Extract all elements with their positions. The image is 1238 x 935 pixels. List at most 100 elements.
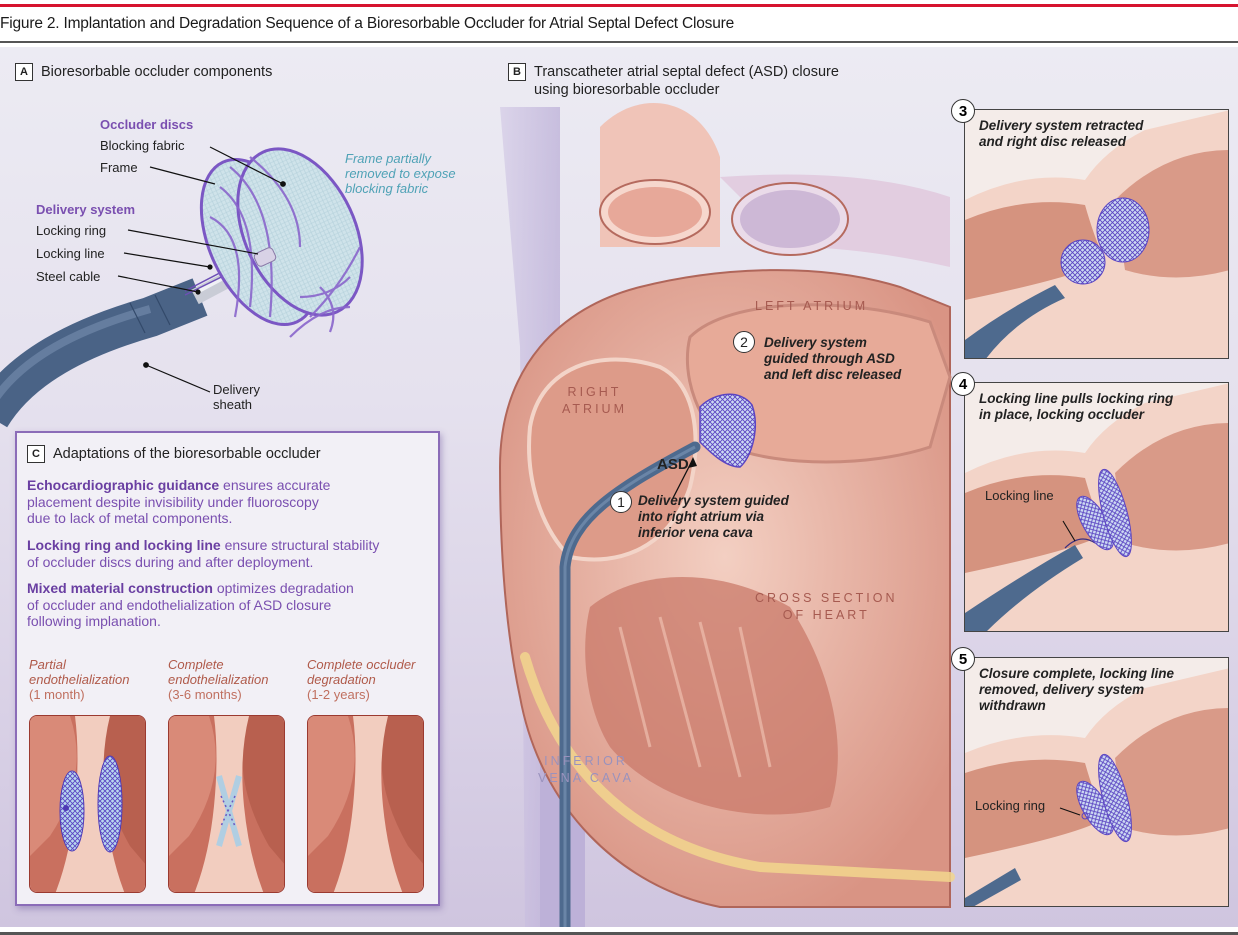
cross-section-line: CROSS SECTION [755, 591, 898, 605]
right-atrium-label: RIGHT ATRIUM [562, 384, 627, 418]
step-3-number: 3 [951, 99, 975, 123]
step-5-line: removed, delivery system [979, 682, 1145, 697]
right-atrium-line: RIGHT [567, 385, 622, 399]
step-2-line: guided through ASD [764, 351, 895, 366]
delivery-sheath-line: sheath [213, 397, 253, 412]
adaptation-heading: Mixed material construction [27, 580, 213, 596]
locking-ring-callout: Locking ring [975, 798, 1046, 813]
stage-2-image [168, 715, 285, 893]
cross-section-line: OF HEART [782, 608, 870, 622]
figure-canvas: A Bioresorbable occluder components Occl… [0, 47, 1238, 927]
step-5-text: Closure complete, locking line removed, … [979, 666, 1174, 714]
panel-a-heading: A Bioresorbable occluder components [15, 63, 272, 81]
stage-caption-1: Partial endothelialization (1 month) [29, 657, 129, 702]
header-accent-line [0, 4, 1238, 7]
stage-caption-3: Complete occluder degradation (1-2 years… [307, 657, 415, 702]
panel-b-title-line: using bioresorbable occluder [534, 82, 720, 98]
adaptation-material: Mixed material construction optimizes de… [27, 580, 354, 630]
step-1-text: Delivery system guided into right atrium… [638, 493, 789, 541]
stage-time: (1 month) [29, 687, 85, 702]
adaptation-echo: Echocardiographic guidance ensures accur… [27, 477, 330, 527]
blocking-fabric-label: Blocking fabric [100, 138, 185, 153]
delivery-sheath-shape [0, 278, 208, 428]
panel-a-letter: A [15, 63, 33, 81]
heart-illustration [498, 103, 955, 927]
locking-line-callout: Locking line [985, 488, 1054, 503]
locking-ring-shape [253, 247, 277, 267]
panel-c-title: Adaptations of the bioresorbable occlude… [53, 446, 321, 462]
step-2-text: Delivery system guided through ASD and l… [764, 335, 901, 383]
adaptation-text: following implanation. [27, 613, 161, 629]
adaptation-text: due to lack of metal components. [27, 510, 233, 526]
stage-title-line: Complete occluder [307, 657, 416, 672]
panel-c-letter: C [27, 445, 45, 463]
stage-title-line: endothelialization [29, 672, 130, 687]
step-3-text: Delivery system retracted and right disc… [979, 118, 1143, 150]
stage-3-image [307, 715, 424, 893]
catheter [965, 868, 1021, 906]
step-4-illustration [965, 383, 1228, 631]
right-atrium-line: ATRIUM [562, 402, 627, 416]
adaptation-text: optimizes degradation [212, 580, 354, 596]
step-3-inset: Delivery system retracted and right disc… [964, 109, 1229, 359]
step-4-text: Locking line pulls locking ring in place… [979, 391, 1173, 423]
frame-note: Frame partially removed to expose blocki… [345, 151, 456, 196]
panel-b-letter: B [508, 63, 526, 81]
adaptation-text: of occluder discs during and after deplo… [27, 553, 314, 570]
figure-title: Figure 2. Implantation and Degradation S… [0, 15, 735, 32]
stage-title-line: Complete [168, 657, 224, 672]
ventricle [585, 577, 838, 815]
step-1-line: inferior vena cava [638, 525, 753, 540]
catheter [965, 285, 1065, 358]
step-4-line: Locking line pulls locking ring [979, 391, 1174, 406]
bottom-divider [0, 932, 1238, 935]
stage-title-line: degradation [307, 672, 376, 687]
adaptation-heading: Echocardiographic guidance [27, 477, 220, 493]
step-3-illustration [965, 110, 1228, 358]
frame-label: Frame [100, 160, 138, 175]
step-5-inset: Closure complete, locking line removed, … [964, 657, 1229, 907]
delivery-sheath-line: Delivery [213, 382, 260, 397]
stage-title-line: Partial [29, 657, 66, 672]
step-3-line: and right disc released [979, 134, 1127, 149]
ivc-line: VENA CAVA [538, 771, 635, 785]
panel-b-title: Transcatheter atrial septal defect (ASD)… [534, 63, 839, 99]
step-2-line: Delivery system [764, 335, 867, 350]
step-1-number: 1 [610, 491, 632, 513]
ivc-line: INFERIOR [544, 754, 628, 768]
delivery-sheath-label: Delivery sheath [213, 382, 260, 412]
title-divider [0, 41, 1238, 43]
ivc-label: INFERIOR VENA CAVA [538, 753, 634, 787]
adaptation-heading: Locking ring and locking line [27, 537, 221, 553]
frame-note-line: blocking fabric [345, 181, 429, 196]
stage-time: (1-2 years) [307, 687, 370, 702]
panel-c: C Adaptations of the bioresorbable occlu… [15, 431, 440, 906]
left-atrium-label: LEFT ATRIUM [755, 299, 869, 313]
panel-a-title: Bioresorbable occluder components [41, 64, 273, 80]
steel-cable-label: Steel cable [36, 269, 101, 284]
stage-title-line: endothelialization [168, 672, 269, 687]
step-1-line: into right atrium via [638, 509, 765, 524]
step-1-line: Delivery system guided [638, 493, 789, 508]
step-4-line: in place, locking occluder [979, 407, 1145, 422]
delivery-system-heading: Delivery system [36, 202, 136, 217]
adaptation-text: ensures accurate [219, 477, 331, 493]
panel-b-title-line: Transcatheter atrial septal defect (ASD)… [534, 64, 839, 80]
step-5-line: withdrawn [979, 698, 1046, 713]
panel-b-heading: B Transcatheter atrial septal defect (AS… [508, 63, 839, 99]
asd-label: ASD [657, 456, 689, 473]
stage-time: (3-6 months) [168, 687, 242, 702]
step-2-number: 2 [733, 331, 755, 353]
panel-c-heading: C Adaptations of the bioresorbable occlu… [27, 445, 321, 463]
locking-line-label: Locking line [36, 246, 105, 261]
cross-section-label: CROSS SECTION OF HEART [755, 590, 898, 624]
right-atrium-chamber [527, 357, 698, 562]
locking-ring [1081, 812, 1089, 820]
adaptation-locking: Locking ring and locking line ensure str… [27, 537, 379, 570]
step-5-line: Closure complete, locking line [979, 666, 1175, 681]
step-3-line: Delivery system retracted [979, 118, 1144, 133]
step-5-number: 5 [951, 647, 975, 671]
step-4-number: 4 [951, 372, 975, 396]
adaptation-text: ensure structural stability [220, 537, 380, 553]
frame-note-line: Frame partially [345, 151, 431, 166]
